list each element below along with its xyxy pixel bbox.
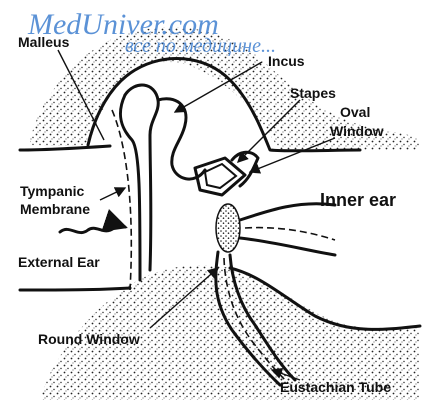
inner-ear-canal [238,202,337,222]
stapes-pointer [237,99,301,163]
label-incus: Incus [268,53,305,69]
eustachian-pointer [270,368,301,381]
watermark-tagline: все по медицине... [125,35,276,57]
label-round-window: Round Window [38,331,140,347]
label-tympanic: Tympanic [20,183,85,199]
label-oval: Oval [340,104,370,120]
label-stapes: Stapes [290,85,336,101]
malleus-pointer [57,49,105,141]
round-window-pointer [149,267,220,329]
lower-bone-region [40,265,420,400]
malleus-bone [123,83,160,272]
sound-wave-arrow [58,208,128,235]
oval-window-pointer [248,137,336,174]
watermark-site: MedUniver.com [27,8,219,41]
upper-bone-region [30,27,420,150]
tympanic-pointer [99,187,127,201]
label-malleus: Malleus [18,34,70,50]
incus-pointer [173,61,263,113]
label-membrane: Membrane [20,201,90,217]
tympanic-membrane [111,109,133,291]
label-external-ear: External Ear [18,254,100,270]
label-inner-ear: Inner ear [320,190,396,210]
label-window: Window [330,123,384,139]
round-window [215,203,241,253]
stapes-bone [193,156,247,197]
label-eustachian-tube: Eustachian Tube [280,379,391,395]
